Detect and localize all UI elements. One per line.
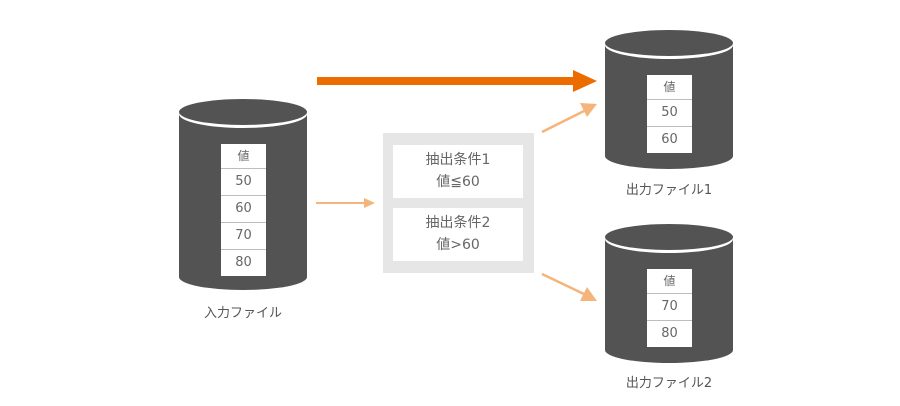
- output-file-1-cylinder: 値 50 60: [605, 30, 733, 180]
- column-header: 値: [647, 75, 692, 100]
- extraction-conditions: 抽出条件1 値≦60 抽出条件2 値>60: [383, 133, 534, 273]
- table-cell: 70: [221, 223, 266, 250]
- output-file-1-label: 出力ファイル1: [625, 183, 713, 198]
- condition-2: 抽出条件2 値>60: [393, 208, 523, 261]
- table-cell: 70: [647, 294, 692, 321]
- column-header: 値: [647, 269, 692, 294]
- input-file-label: 入力ファイル: [203, 306, 282, 321]
- condition-title: 抽出条件1: [425, 152, 491, 168]
- input-to-condition-arrow: [316, 198, 375, 208]
- condition-1: 抽出条件1 値≦60: [393, 145, 523, 198]
- table-cell: 80: [235, 255, 252, 270]
- table-cell: 60: [661, 132, 678, 147]
- output-1-value-table: 値 50 60: [647, 75, 692, 153]
- table-cell: 80: [661, 326, 678, 341]
- output-file-2-label: 出力ファイル2: [625, 376, 713, 391]
- main-arrow: [317, 70, 597, 92]
- output-2-value-table: 値 70 80: [647, 269, 692, 347]
- input-file-cylinder: 値 50 60 70 80: [179, 99, 307, 299]
- table-cell: 50: [221, 169, 266, 196]
- output-file-2-cylinder: 値 70 80: [605, 224, 733, 374]
- condition2-to-output2-arrow: [541, 272, 597, 301]
- condition1-to-output1-arrow: [541, 103, 597, 134]
- condition-title: 抽出条件2: [425, 215, 491, 231]
- condition-rule: 値>60: [436, 237, 480, 253]
- column-header: 値: [221, 144, 266, 169]
- input-value-table: 値 50 60 70 80: [221, 144, 266, 276]
- condition-rule: 値≦60: [436, 174, 480, 190]
- table-cell: 60: [221, 196, 266, 223]
- table-cell: 50: [647, 100, 692, 127]
